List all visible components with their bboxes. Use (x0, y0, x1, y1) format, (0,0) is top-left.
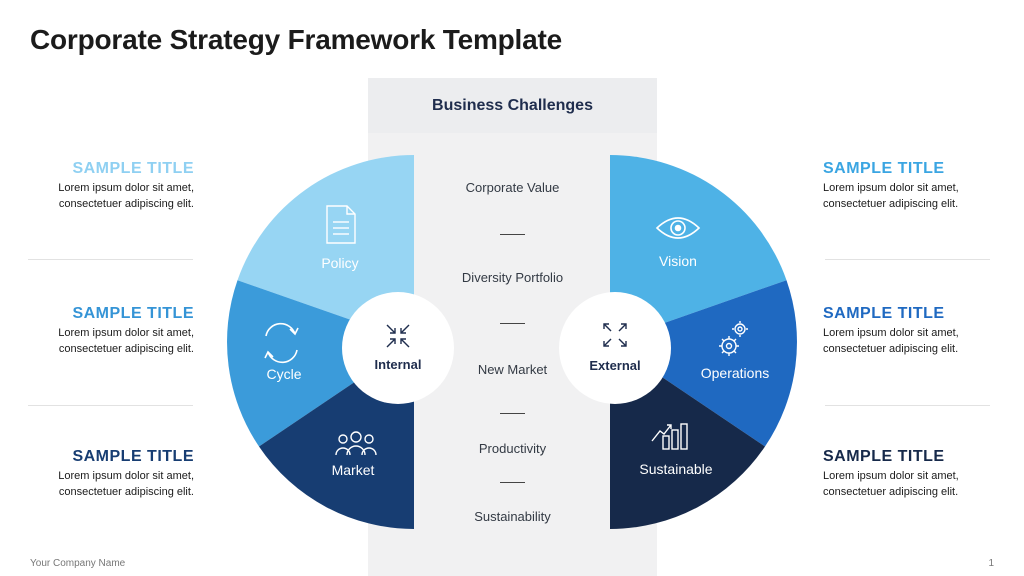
left-note-title: SAMPLE TITLE (72, 305, 194, 322)
left-note-body: Lorem ipsum dolor sit amet, consectetuer… (0, 468, 194, 500)
challenge-item: New Market (477, 362, 548, 377)
segment-vision[interactable] (610, 154, 787, 342)
note-body-line: Lorem ipsum dolor sit amet, (823, 327, 959, 339)
arrows-inward-icon (386, 324, 410, 348)
people-group-icon (335, 431, 377, 456)
left-note-title: SAMPLE TITLE (72, 448, 194, 465)
footer-company-name: Your Company Name (30, 558, 126, 569)
external-hub-label: External (589, 358, 640, 373)
note-body-line: consectetuer adipiscing elit. (58, 486, 194, 498)
right-note-body: Lorem ipsum dolor sit amet, consectetuer… (823, 180, 1023, 212)
left-note-body: Lorem ipsum dolor sit amet, consectetuer… (0, 325, 194, 357)
challenge-item: Productivity (478, 441, 547, 456)
segment-label-sustainable: Sustainable (639, 461, 712, 477)
challenge-divider (500, 323, 525, 324)
challenge-divider (500, 482, 525, 483)
internal-hub[interactable] (342, 292, 454, 404)
gears-icon (719, 321, 748, 356)
note-body-line: consectetuer adipiscing elit. (58, 343, 194, 355)
note-body-line: Lorem ipsum dolor sit amet, (58, 470, 194, 482)
right-note-divider (825, 405, 990, 406)
challenge-item: Diversity Portfolio (461, 270, 564, 285)
note-body-line: consectetuer adipiscing elit. (58, 198, 194, 210)
left-note-body: Lorem ipsum dolor sit amet, consectetuer… (0, 180, 194, 212)
segment-label-vision: Vision (659, 253, 697, 269)
right-note-title: SAMPLE TITLE (823, 160, 945, 177)
left-wheel: Internal Policy Cycle Market (227, 155, 454, 529)
internal-hub-label: Internal (375, 357, 422, 372)
note-body-line: Lorem ipsum dolor sit amet, (58, 182, 194, 194)
note-body-line: consectetuer adipiscing elit. (823, 198, 959, 210)
challenge-item: Corporate Value (465, 180, 560, 195)
left-note-title: SAMPLE TITLE (72, 160, 194, 177)
right-wheel: External Vision Operations Sustainable (559, 154, 797, 529)
challenge-divider (500, 413, 525, 414)
cycle-arrows-icon (264, 322, 299, 364)
segment-operations[interactable] (610, 280, 797, 447)
page-number: 1 (988, 558, 994, 569)
segment-label-policy: Policy (321, 255, 358, 271)
right-note-body: Lorem ipsum dolor sit amet, consectetuer… (823, 468, 1023, 500)
note-body-line: Lorem ipsum dolor sit amet, (823, 182, 959, 194)
eye-icon (655, 217, 701, 239)
arrows-outward-icon (603, 323, 627, 347)
right-note-title: SAMPLE TITLE (823, 448, 945, 465)
challenge-item: Sustainability (474, 509, 551, 524)
left-note-divider (28, 259, 193, 260)
note-body-line: Lorem ipsum dolor sit amet, (823, 470, 959, 482)
note-body-line: consectetuer adipiscing elit. (823, 343, 959, 355)
note-body-line: Lorem ipsum dolor sit amet, (58, 327, 194, 339)
segment-cycle[interactable] (227, 280, 414, 447)
note-body-line: consectetuer adipiscing elit. (823, 486, 959, 498)
segment-label-market: Market (332, 462, 375, 478)
document-icon (326, 205, 356, 244)
segment-label-operations: Operations (701, 365, 769, 381)
segment-policy[interactable] (237, 155, 415, 342)
right-note-title: SAMPLE TITLE (823, 305, 945, 322)
right-note-divider (825, 259, 990, 260)
challenge-divider (500, 234, 525, 235)
segment-label-cycle: Cycle (266, 366, 301, 382)
business-challenges-header: Business Challenges (368, 78, 657, 133)
left-note-divider (28, 405, 193, 406)
right-note-body: Lorem ipsum dolor sit amet, consectetuer… (823, 325, 1023, 357)
slide-title: Corporate Strategy Framework Template (30, 24, 563, 55)
external-hub[interactable] (559, 292, 671, 404)
business-challenges-heading: Business Challenges (432, 97, 593, 114)
bar-chart-growth-icon (651, 423, 688, 450)
